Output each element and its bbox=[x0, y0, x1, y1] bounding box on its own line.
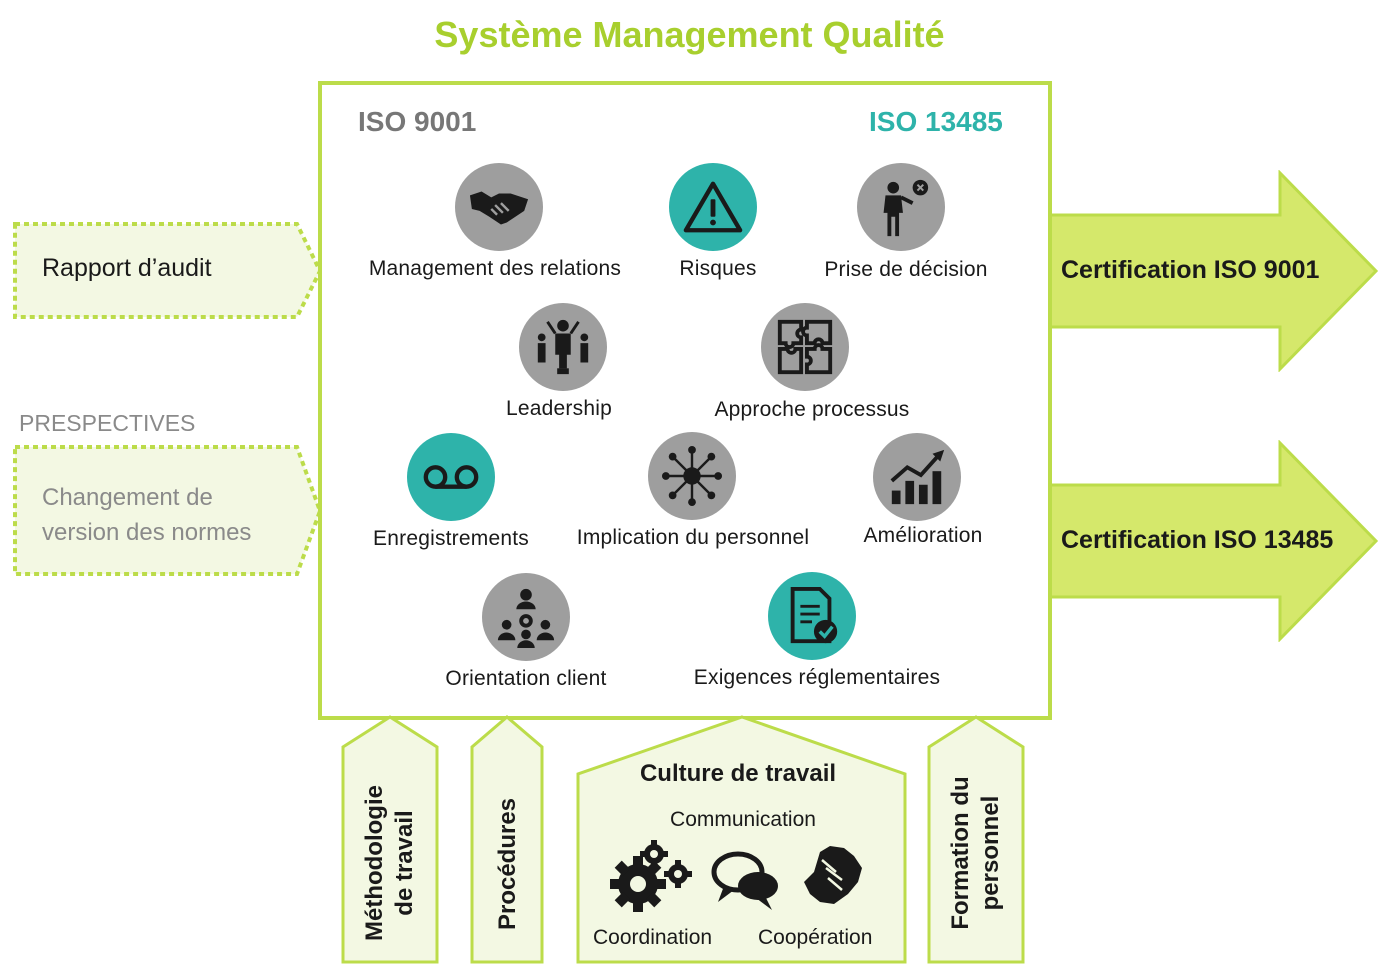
norm-change-label: Changement de version des normes bbox=[42, 480, 251, 550]
procedures-arrow bbox=[470, 715, 544, 964]
principle-label-decision: Prise de décision bbox=[824, 258, 988, 281]
cert-9001-label: Certification ISO 9001 bbox=[1061, 256, 1320, 284]
training-line1: Formation du bbox=[947, 776, 974, 930]
culture-title: Culture de travail bbox=[639, 760, 837, 787]
gears-icon bbox=[610, 840, 692, 912]
methodology-arrow bbox=[341, 715, 439, 964]
communication-label: Communication bbox=[670, 808, 816, 831]
network-hub-icon bbox=[648, 432, 736, 520]
principle-label-customer: Orientation client bbox=[445, 667, 607, 690]
voicemail-icon bbox=[407, 433, 495, 521]
cooperation-label: Coopération bbox=[758, 926, 873, 949]
cert-13485-label: Certification ISO 13485 bbox=[1061, 526, 1334, 554]
methodology-line2: de travail bbox=[391, 810, 418, 916]
audit-report-label: Rapport d’audit bbox=[42, 254, 212, 282]
joined-hands-icon bbox=[804, 846, 862, 904]
customer-network-icon bbox=[482, 573, 570, 661]
training-line2: personnel bbox=[977, 795, 1004, 911]
warning-icon bbox=[669, 163, 757, 251]
methodology-label: Méthodologie de travail bbox=[360, 763, 420, 963]
cert-9001-arrow bbox=[1046, 170, 1379, 372]
principle-label-risks: Risques bbox=[679, 257, 757, 280]
norm-change-arrow bbox=[13, 445, 323, 576]
norm-change-line2: version des normes bbox=[42, 519, 252, 546]
chat-bubbles-icon bbox=[711, 851, 778, 910]
page-title: Système Management Qualité bbox=[434, 14, 945, 55]
cert-13485-arrow bbox=[1046, 440, 1379, 642]
training-label: Formation du personnel bbox=[946, 753, 1006, 953]
leader-group-icon bbox=[519, 303, 607, 391]
document-check-icon bbox=[768, 572, 856, 660]
principle-label-regulatory: Exigences réglementaires bbox=[693, 666, 941, 689]
norm-change-line1: Changement de bbox=[42, 484, 213, 511]
principle-label-records: Enregistrements bbox=[373, 527, 529, 550]
methodology-line1: Méthodologie bbox=[361, 785, 388, 941]
handshake-icon bbox=[455, 163, 543, 251]
growth-chart-icon bbox=[873, 433, 961, 521]
decision-person-icon bbox=[857, 163, 945, 251]
principle-label-involvement: Implication du personnel bbox=[576, 526, 810, 549]
principle-label-leadership: Leadership bbox=[506, 397, 612, 420]
coordination-label: Coordination bbox=[593, 926, 713, 949]
training-arrow bbox=[927, 715, 1025, 964]
audit-report-arrow bbox=[13, 222, 323, 319]
puzzle-icon bbox=[761, 303, 849, 391]
procedures-label: Procédures bbox=[494, 797, 521, 931]
perspectives-heading: PRESPECTIVES bbox=[19, 410, 196, 436]
principle-label-process: Approche processus bbox=[714, 398, 910, 421]
principle-label-improvement: Amélioration bbox=[863, 524, 983, 547]
iso-13485-label: ISO 13485 bbox=[869, 106, 1003, 137]
principle-label-relations: Management des relations bbox=[368, 257, 622, 280]
iso-9001-label: ISO 9001 bbox=[358, 106, 477, 137]
